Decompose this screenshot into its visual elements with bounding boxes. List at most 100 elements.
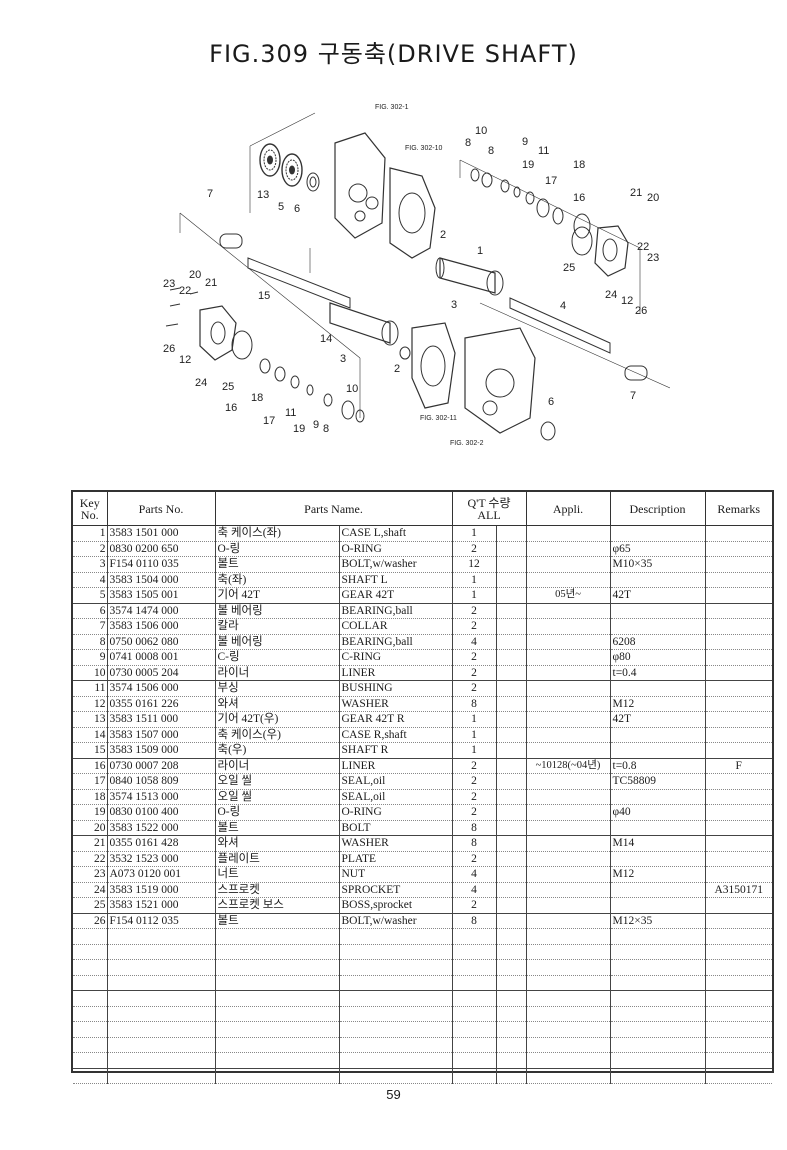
cell-qty	[452, 928, 497, 945]
cell-no	[107, 1037, 216, 1053]
cell-appli	[526, 773, 611, 790]
cell-rem	[705, 897, 772, 914]
cell-appli	[526, 1068, 611, 1084]
cell-appli	[526, 990, 611, 1007]
cell-qty: 1	[452, 742, 497, 759]
cell-qty: 1	[452, 572, 497, 588]
cell-desc	[610, 1068, 706, 1084]
cell-ename: BOLT	[339, 820, 453, 836]
cell-ename: O-RING	[339, 804, 453, 821]
callout-3b: 3	[340, 353, 346, 365]
cell-ename: SHAFT R	[339, 742, 453, 759]
sprocket-right-icon	[594, 225, 629, 277]
callout-10: 10	[475, 125, 487, 137]
cell-no	[107, 1052, 216, 1069]
shaft-l-icon	[509, 297, 611, 354]
shaft-r-icon	[247, 257, 351, 309]
cell-ename: O-RING	[339, 541, 453, 557]
cell-ename: WASHER	[339, 696, 453, 712]
cell-kname	[215, 928, 340, 945]
cell-qty: 2	[452, 665, 497, 681]
cell-qty: 2	[452, 851, 497, 867]
callout-3: 3	[451, 299, 457, 311]
cell-qty: 1	[452, 587, 497, 604]
cell-blank	[496, 990, 527, 1007]
cell-rem	[705, 572, 772, 588]
cell-key: 25	[73, 897, 108, 914]
cell-kname: 와셔	[215, 835, 340, 852]
callout-10b: 10	[346, 383, 358, 395]
cell-desc	[610, 618, 706, 635]
cell-key: 22	[73, 851, 108, 867]
cell-blank	[496, 742, 527, 759]
cell-kname: 축(좌)	[215, 572, 340, 588]
cell-ename	[339, 1021, 453, 1038]
cell-desc	[610, 1037, 706, 1053]
cell-key: 26	[73, 913, 108, 929]
cell-ename: SHAFT L	[339, 572, 453, 588]
cell-desc	[610, 990, 706, 1007]
callout-5: 5	[278, 201, 284, 213]
cell-key: 9	[73, 649, 108, 666]
callout-12: 12	[621, 295, 633, 307]
cell-blank	[496, 649, 527, 666]
cell-rem: A3150171	[705, 882, 772, 898]
cell-kname: 볼트	[215, 556, 340, 573]
cell-key	[73, 959, 108, 976]
callout-25: 25	[563, 262, 575, 274]
cell-appli	[526, 1021, 611, 1038]
cell-no: 3583 1501 000	[107, 525, 216, 542]
cell-no: 3532 1523 000	[107, 851, 216, 867]
cell-kname: O-링	[215, 541, 340, 557]
cell-desc	[610, 820, 706, 836]
cell-blank	[496, 665, 527, 681]
cell-desc: M12×35	[610, 913, 706, 929]
header-remarks: Remarks	[705, 492, 772, 526]
page-title: FIG.309 구동축(DRIVE SHAFT)	[209, 40, 578, 68]
cell-appli	[526, 665, 611, 681]
cell-blank	[496, 789, 527, 805]
cell-appli	[526, 866, 611, 883]
cell-no: 0730 0007 208	[107, 758, 216, 774]
cell-blank	[496, 758, 527, 774]
cell-blank	[496, 587, 527, 604]
cell-blank	[496, 1068, 527, 1084]
cell-qty: 1	[452, 727, 497, 743]
fig-ref-302-11: FIG. 302-11	[420, 415, 457, 422]
fig-ref-302-1: FIG. 302-1	[375, 104, 409, 111]
callout-17: 17	[545, 175, 557, 187]
callout-7: 7	[207, 188, 213, 200]
cell-ename: BOLT,w/washer	[339, 913, 453, 929]
cell-blank	[496, 851, 527, 867]
cell-blank	[496, 866, 527, 883]
cell-blank	[496, 773, 527, 790]
cell-qty	[452, 944, 497, 960]
callout-24: 24	[605, 289, 617, 301]
cell-blank	[496, 882, 527, 898]
header-key: Key No.	[73, 492, 108, 526]
cell-ename: SEAL,oil	[339, 789, 453, 805]
cell-key: 15	[73, 742, 108, 759]
cell-kname: 볼 베어링	[215, 634, 340, 650]
cell-ename: GEAR 42T	[339, 587, 453, 604]
cell-qty: 1	[452, 525, 497, 542]
cell-appli	[526, 711, 611, 728]
cell-kname: 스프로켓 보스	[215, 897, 340, 914]
cell-desc	[610, 928, 706, 945]
cell-key: 18	[73, 789, 108, 805]
cell-kname	[215, 959, 340, 976]
callout-2b: 2	[394, 363, 400, 375]
table-row	[73, 1037, 772, 1053]
cell-appli	[526, 742, 611, 759]
cell-desc	[610, 727, 706, 743]
cell-rem	[705, 820, 772, 836]
cell-no	[107, 990, 216, 1007]
cell-appli	[526, 1052, 611, 1069]
